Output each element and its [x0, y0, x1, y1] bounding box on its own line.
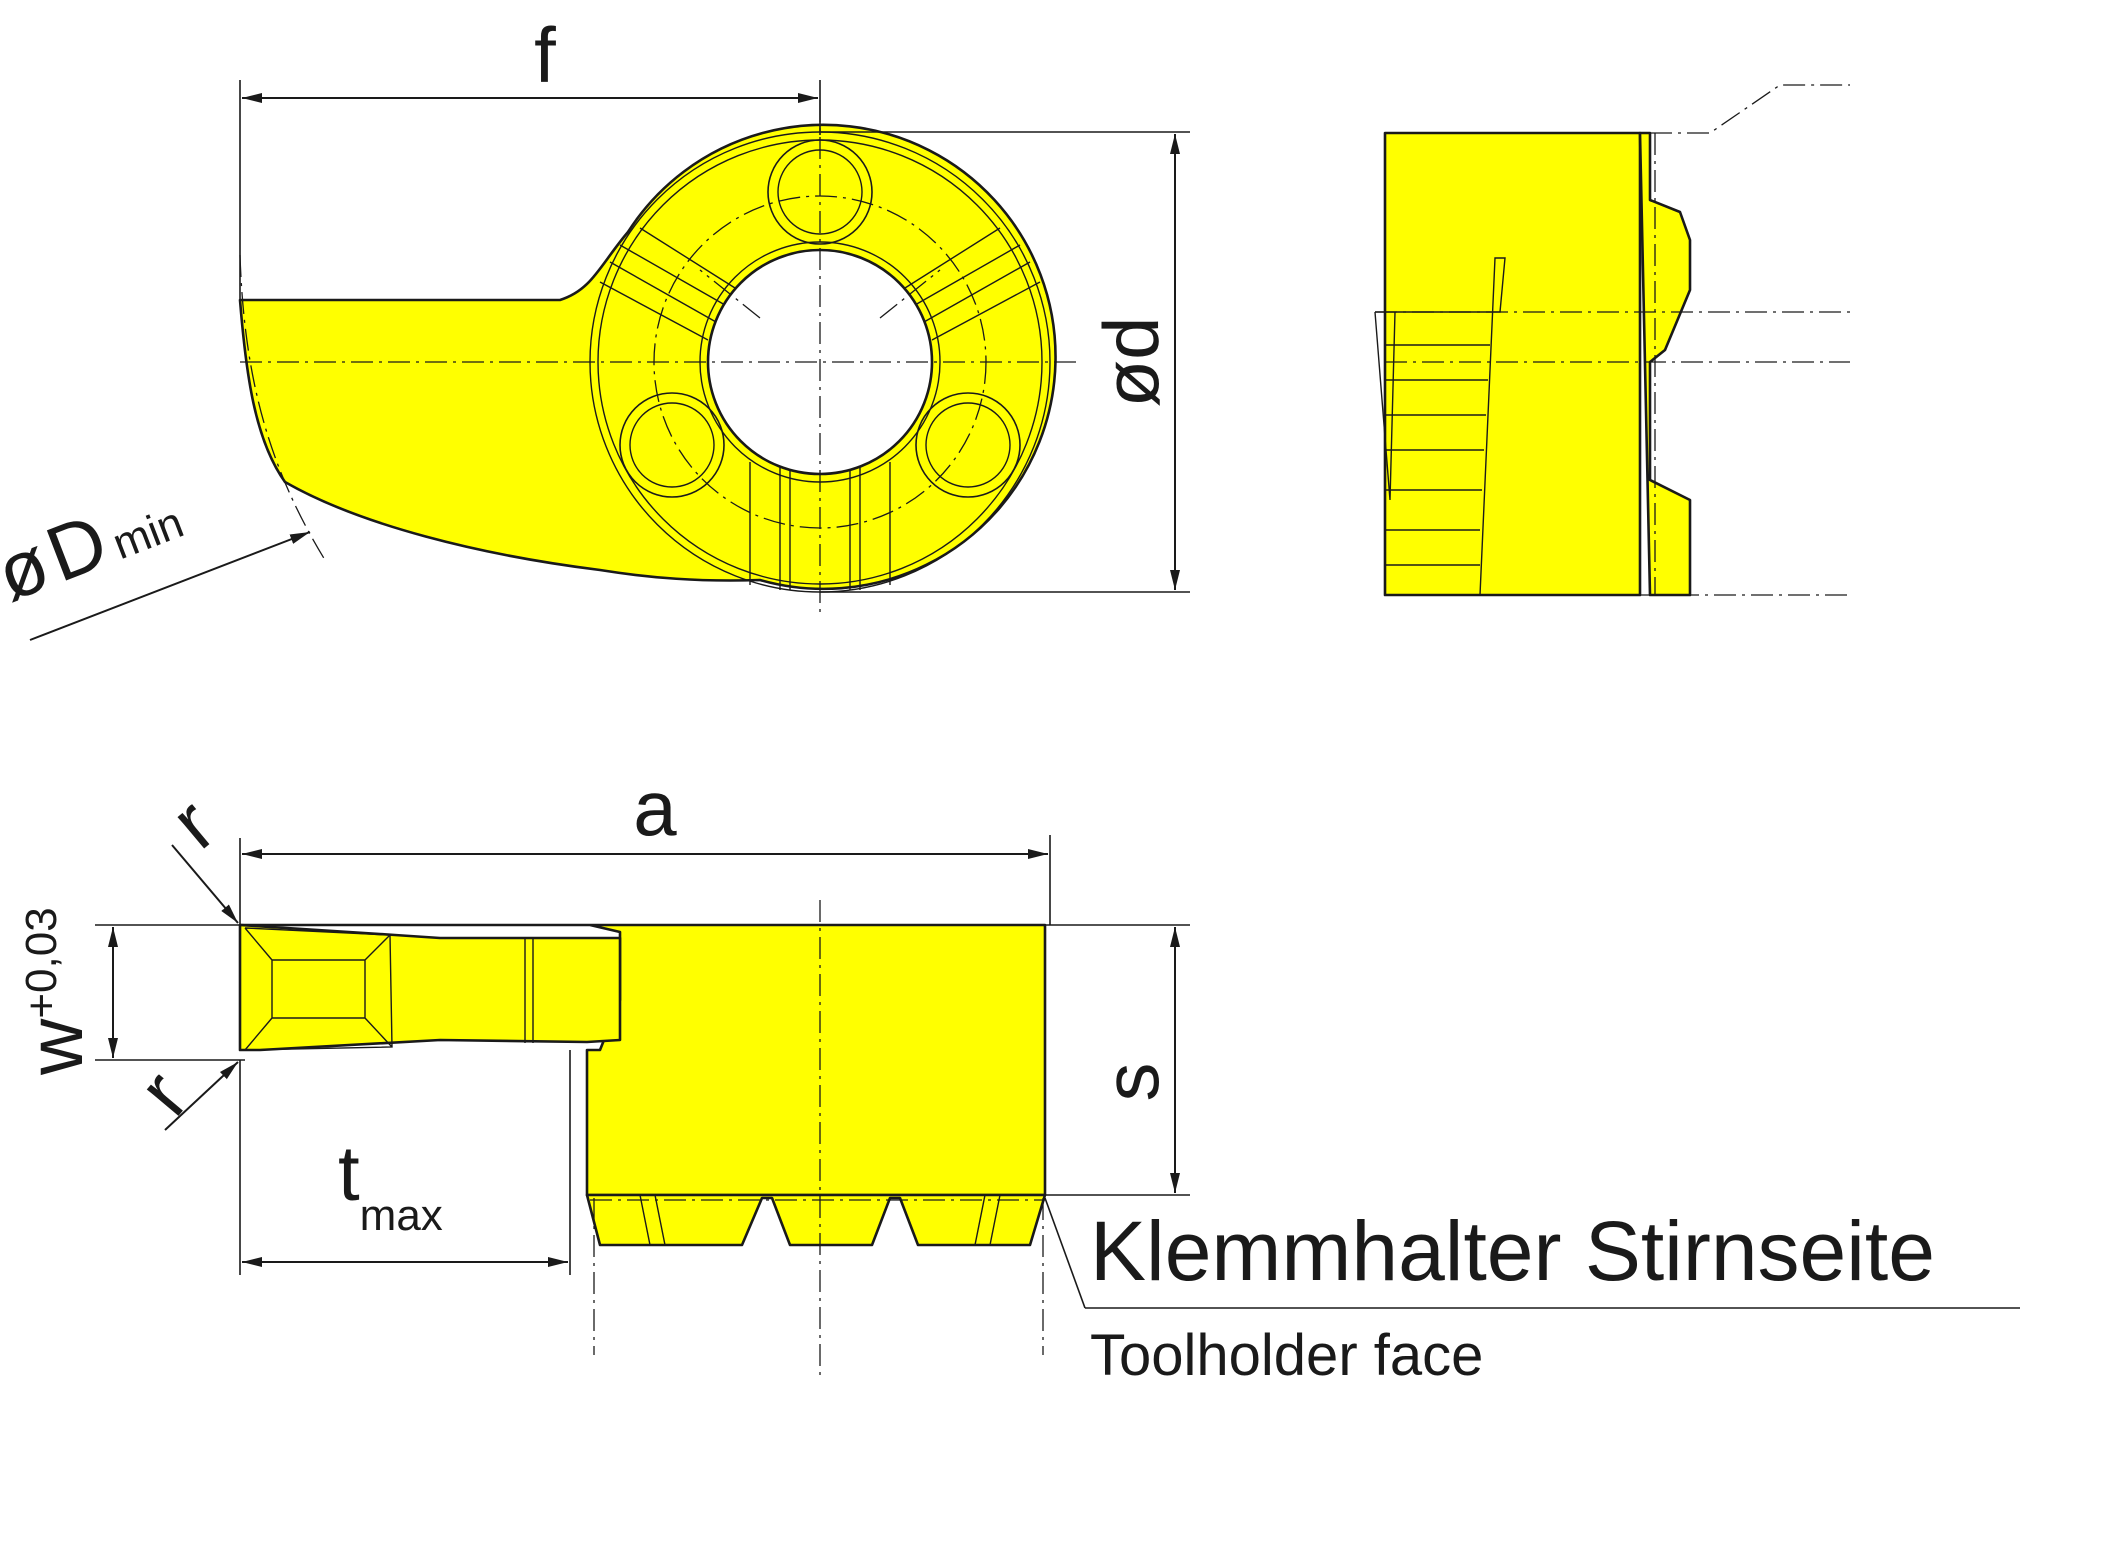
insert-side-profile — [1638, 131, 1692, 597]
cutting-head-facets — [244, 927, 393, 1051]
bolt-hole-left — [619, 392, 725, 498]
top-view — [238, 900, 1047, 1375]
dim-f-label: f — [534, 11, 556, 99]
dim-t-label: tmax — [338, 1129, 443, 1240]
dim-s-label: s — [1087, 1063, 1175, 1102]
insert-side-body — [1383, 131, 1642, 597]
dim-r-bottom-label: r — [121, 1054, 205, 1130]
dim-r-bottom-leader — [164, 1061, 239, 1131]
side-reference-leader — [1650, 84, 1850, 134]
insert-top-body — [238, 923, 1047, 1197]
front-view-dimensions: f ød øDmin — [0, 11, 1190, 641]
dim-w-label: w+0,03 — [11, 907, 99, 1076]
dim-d-min-label: øDmin — [0, 468, 192, 618]
chipbreaker-grooves — [599, 227, 1041, 590]
serration-teeth — [585, 1193, 1047, 1247]
toolholder-face-note: Klemmhalter Stirnseite Toolholder face — [1044, 1197, 2020, 1388]
note-clamp-face-de: Klemmhalter Stirnseite — [1090, 1204, 1935, 1298]
note-clamp-face-en: Toolholder face — [1090, 1323, 1483, 1388]
side-view — [1374, 84, 1850, 597]
dim-d-label: ød — [1087, 316, 1175, 407]
insert-top-blade — [238, 923, 622, 1052]
bolt-hole-right — [915, 392, 1021, 498]
dim-r-top-label: r — [154, 781, 230, 865]
dim-r-top-leader — [171, 844, 239, 924]
front-view — [238, 100, 1080, 618]
dim-d-min-leader — [29, 531, 311, 641]
dim-a-label: a — [633, 764, 677, 852]
d-min-arc — [239, 254, 326, 561]
note-leader — [1044, 1197, 1086, 1309]
insert-front-body — [238, 123, 1057, 591]
